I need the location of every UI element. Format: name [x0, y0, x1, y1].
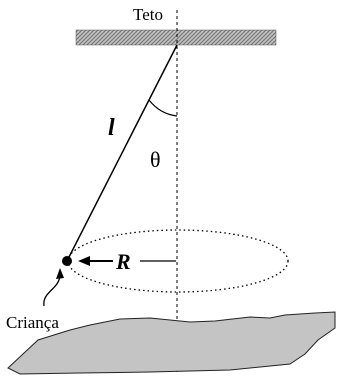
ground-floor — [7, 311, 336, 375]
child-label: Criança — [6, 313, 59, 332]
child-bob — [62, 256, 72, 266]
radius-label: R — [115, 249, 131, 274]
child-pointer-curve — [43, 275, 61, 307]
angle-label: θ — [150, 147, 161, 172]
ceiling-bar — [75, 29, 277, 46]
child-pointer-arrowhead — [56, 268, 64, 279]
ceiling-label: Teto — [133, 5, 163, 24]
pendulum-string — [66, 44, 178, 262]
angle-arc — [148, 99, 178, 117]
string-length-label: l — [108, 115, 115, 141]
